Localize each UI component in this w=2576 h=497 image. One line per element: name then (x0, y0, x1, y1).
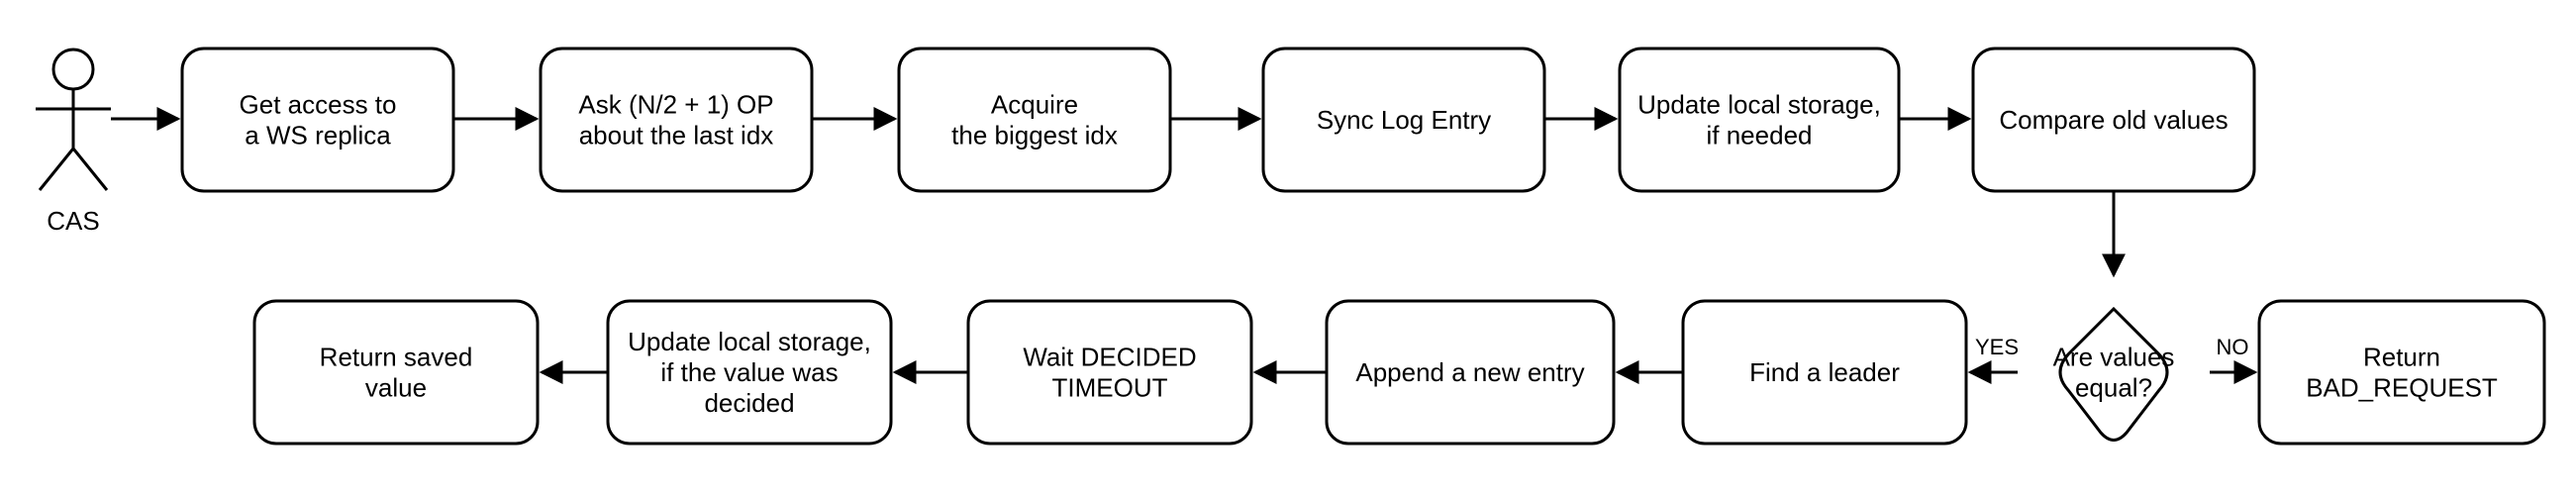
node-label-line: Return saved (320, 343, 473, 372)
node-label-line: decided (704, 388, 794, 418)
node-label: Sync Log Entry (1317, 105, 1491, 135)
node-label-line: Ask (N/2 + 1) OP (578, 90, 773, 120)
node-label-line: Wait DECIDED (1023, 343, 1196, 372)
node-label-line: Update local storage, (1637, 90, 1881, 120)
actor-leg-right (71, 148, 109, 191)
node-sync-log-entry: Sync Log Entry (1261, 47, 1546, 193)
node-label-line: Update local storage, (628, 327, 871, 356)
node-label-line: Are values (2053, 343, 2175, 372)
node-label-line: Compare old values (1999, 105, 2228, 135)
actor-cas: CAS (36, 48, 111, 236)
node-label-line: the biggest idx (951, 121, 1118, 150)
node-label-line: Append a new entry (1355, 357, 1584, 387)
node-label-line: BAD_REQUEST (2306, 373, 2498, 403)
node-update-local-storage: Update local storage,if needed (1618, 47, 1901, 193)
edge-label-yes: YES (1975, 335, 2019, 359)
node-label-line: Sync Log Entry (1317, 105, 1491, 135)
node-label-line: if needed (1707, 121, 1813, 150)
node-label-line: if the value was (660, 357, 838, 387)
node-find-leader: Find a leader (1681, 299, 1968, 446)
node-label-line: Acquire (991, 90, 1078, 120)
node-label: Find a leader (1749, 357, 1900, 387)
node-label-line: Get access to (240, 90, 397, 120)
node-label: Append a new entry (1355, 357, 1584, 387)
node-label-line: a WS replica (245, 121, 391, 150)
node-label-line: value (365, 373, 427, 403)
node-label: Compare old values (1999, 105, 2228, 135)
node-label-line: Return (2363, 343, 2440, 372)
node-label-line: TIMEOUT (1052, 373, 1168, 403)
actor-leg-left (38, 148, 75, 191)
node-label-line: about the last idx (579, 121, 774, 150)
node-compare-old-values: Compare old values (1971, 47, 2256, 193)
node-append-new-entry: Append a new entry (1325, 299, 1616, 446)
actor-label: CAS (47, 206, 99, 236)
node-label-line: equal? (2075, 373, 2152, 403)
edge-label-no: NO (2217, 335, 2249, 359)
node-label-line: Find a leader (1749, 357, 1900, 387)
node-label: Update local storage,if needed (1637, 90, 1881, 150)
actor-head (51, 48, 95, 91)
